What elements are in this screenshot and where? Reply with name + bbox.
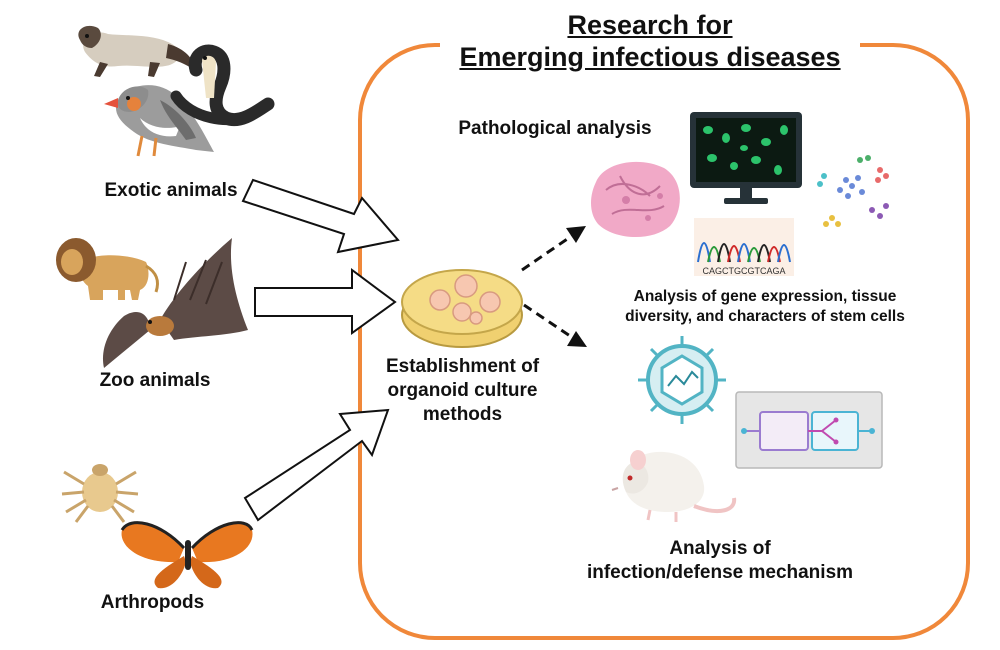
sequence-label: CAGCTGCGTCAGA	[702, 266, 785, 276]
butterfly-icon	[120, 521, 254, 589]
sequencing-chromatogram-icon	[694, 218, 794, 276]
arthropods-panel	[45, 436, 260, 586]
lion-icon	[56, 238, 160, 300]
label-infection-analysis: Analysis of infection/defense mechanism	[560, 537, 880, 585]
infection-line-2: infection/defense mechanism	[586, 561, 854, 583]
tissue-section-icon	[591, 161, 680, 238]
single-cell-cluster-icon	[808, 145, 914, 237]
petri-dish-icon	[401, 269, 523, 348]
label-pathology-caption: Analysis of gene expression, tissue dive…	[580, 287, 950, 327]
pathology-caption-line-1: Analysis of gene expression, tissue	[633, 288, 897, 305]
finch-icon	[104, 85, 214, 157]
dashed-arrow-to-pathology	[521, 226, 586, 272]
arrow-exotic-to-organoid	[241, 178, 400, 254]
label-exotic-animals: Exotic animals	[104, 180, 238, 201]
label-zoo-animals: Zoo animals	[99, 370, 211, 391]
cobra-icon	[170, 44, 275, 126]
label-pathological-analysis: Pathological analysis	[458, 118, 652, 139]
microscopy-monitor-icon	[690, 112, 802, 204]
organoid-line-1: Establishment of	[385, 356, 540, 377]
organoid-line-2: organoid culture	[387, 379, 538, 401]
tick-icon	[61, 464, 139, 523]
dashed-arrow-to-infection	[523, 303, 587, 347]
ferret-icon	[78, 25, 195, 77]
title-line-1: Research for	[567, 10, 733, 40]
microfluidic-chip-icon	[735, 391, 883, 469]
mouse-icon	[611, 450, 737, 522]
infection-line-1: Analysis of	[669, 538, 771, 559]
pathology-caption-line-2: diversity, and characters of stem cells	[625, 308, 905, 326]
virus-icon	[638, 336, 726, 424]
title-line-2: Emerging infectious diseases	[459, 41, 841, 72]
arrow-arthropods-to-organoid	[243, 408, 390, 522]
organoid-line-3: methods	[422, 403, 503, 425]
arrow-zoo-to-organoid	[254, 268, 397, 335]
bat-icon	[102, 238, 248, 368]
label-organoid-methods: Establishment of organoid culture method…	[355, 355, 570, 426]
main-title: Research for Emerging infectious disease…	[440, 10, 860, 74]
label-arthropods: Arthropods	[100, 592, 205, 613]
